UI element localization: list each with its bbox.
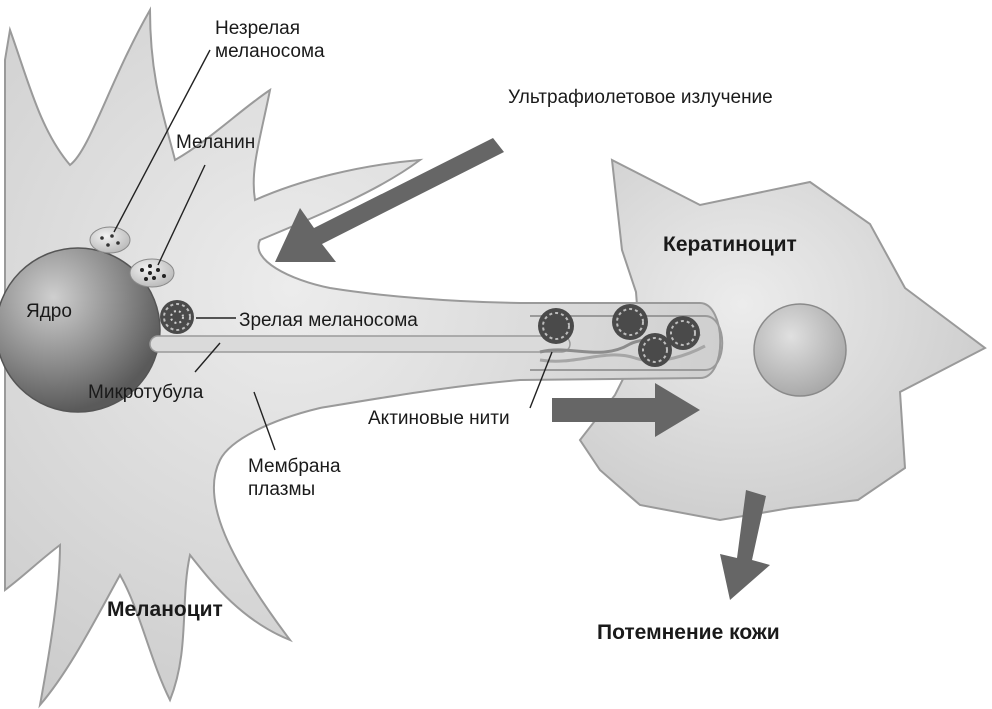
label-microtubule: Микротубула (88, 381, 203, 404)
mature-melanosome-tip-2 (612, 304, 648, 340)
label-membrane: Мембрана плазмы (248, 455, 341, 501)
label-nucleus: Ядро (26, 300, 72, 323)
immature-melanosome (90, 227, 130, 253)
label-darkening: Потемнение кожи (597, 621, 780, 644)
label-immature-melanosome: Незрелая меланосома (215, 17, 325, 63)
label-melanocyte: Меланоцит (107, 598, 223, 621)
label-uv: Ультрафиолетовое излучение (508, 86, 773, 109)
mature-melanosome-tip-1 (538, 308, 574, 344)
label-keratinocyte: Кератиноцит (663, 233, 797, 256)
label-mature-melanosome: Зрелая меланосома (239, 309, 418, 332)
label-melanin: Меланин (176, 131, 255, 154)
label-actin: Актиновые нити (368, 407, 510, 430)
keratinocyte-nucleus (754, 304, 846, 396)
mature-melanosome-left (160, 300, 194, 334)
microtubule (150, 336, 570, 352)
mature-melanosome-tip-4 (638, 333, 672, 367)
